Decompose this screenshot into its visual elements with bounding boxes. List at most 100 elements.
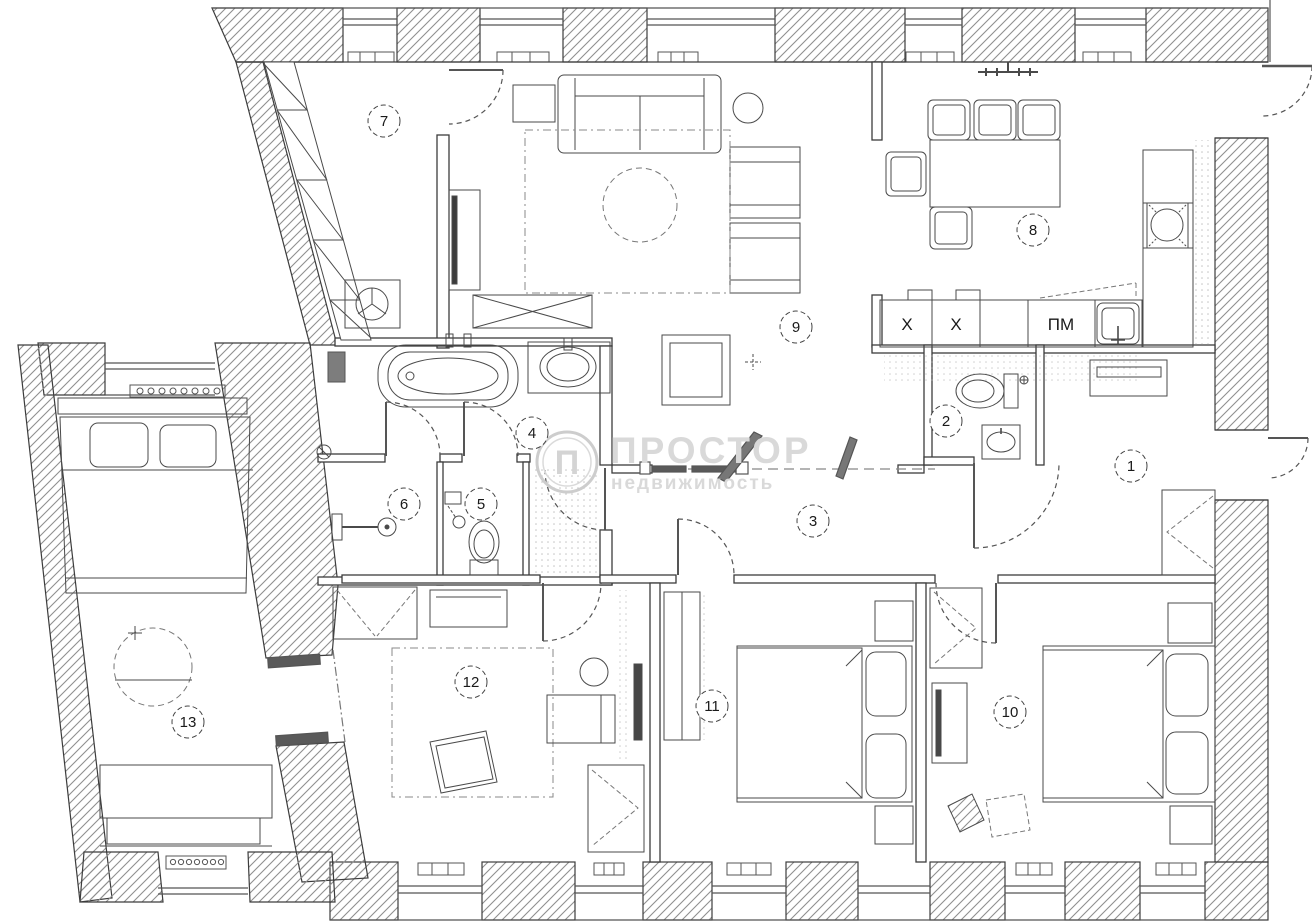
round-side-table <box>732 92 764 124</box>
faucet <box>1111 326 1125 345</box>
nightstand <box>1169 805 1213 845</box>
faucet <box>563 337 573 351</box>
svg-text:7: 7 <box>380 113 388 130</box>
room-label-13: 13 <box>171 705 205 739</box>
play-mat <box>429 730 498 794</box>
bed-frame <box>1042 645 1216 803</box>
chair <box>927 99 971 141</box>
nightstand <box>874 600 914 642</box>
shoe-cabinet <box>1161 489 1216 576</box>
svg-text:10: 10 <box>1002 704 1019 721</box>
nightstand <box>874 805 914 845</box>
svg-text:12: 12 <box>463 674 480 691</box>
watermark-logo-letter: П <box>555 444 579 482</box>
watermark-logo-ring <box>535 430 599 494</box>
room-label-2: 2 <box>929 404 963 438</box>
wardrobe <box>929 587 983 669</box>
toilet <box>468 520 500 564</box>
dresser <box>429 589 508 628</box>
rug <box>524 129 731 294</box>
shower-head <box>377 517 397 537</box>
wc-sink <box>986 431 1016 453</box>
pendant-rail <box>978 62 1038 76</box>
armchair <box>729 146 801 219</box>
desk <box>546 694 616 744</box>
desk-chair <box>579 657 609 687</box>
sofa-seat <box>99 764 273 819</box>
toilet-tank <box>469 559 499 576</box>
chair <box>929 206 973 250</box>
svg-text:1: 1 <box>1127 458 1135 475</box>
tv <box>935 689 942 757</box>
kitchen-labels: X X ПМ <box>901 315 1074 334</box>
svg-text:11: 11 <box>704 698 720 715</box>
vent-shaft <box>327 351 346 383</box>
mattress <box>1042 649 1164 799</box>
room-8-furniture <box>879 62 1194 348</box>
round-rug <box>602 167 678 243</box>
dining-table <box>929 139 1061 208</box>
headboard-shelf <box>57 397 248 415</box>
doors <box>267 64 1312 747</box>
pillow <box>865 733 907 799</box>
bathroom-furniture <box>316 333 611 576</box>
coat-stand-base <box>344 279 401 329</box>
small-sink <box>444 491 462 505</box>
cabinet-label-right: X <box>950 315 961 334</box>
hood-mark <box>1039 282 1137 299</box>
round-table <box>113 627 193 707</box>
room-label-5: 5 <box>464 487 498 521</box>
windows <box>105 0 1271 921</box>
bed-frame <box>736 645 913 803</box>
svg-text:4: 4 <box>528 425 536 442</box>
pouf <box>985 793 1031 838</box>
watermark: П ПРОСТОР недвижимость <box>535 430 809 494</box>
wardrobe <box>587 764 645 853</box>
shower-panel <box>331 513 343 541</box>
radiators <box>129 51 1197 876</box>
rug <box>391 647 554 798</box>
room-label-6: 6 <box>387 487 421 521</box>
lamp-mark <box>745 354 761 370</box>
room-label-1: 1 <box>1114 449 1148 483</box>
room-9-furniture <box>448 74 801 406</box>
svg-text:13: 13 <box>180 714 197 731</box>
room-label-11: 11 <box>695 689 729 723</box>
cooktop <box>1146 202 1189 249</box>
room-12-furniture <box>332 586 645 853</box>
armchair <box>947 793 985 833</box>
dishwasher-label: ПМ <box>1048 315 1074 334</box>
room-7-furniture <box>263 61 401 341</box>
crossed-cabinet <box>472 294 593 329</box>
bathtub <box>377 344 519 408</box>
room-11-furniture <box>663 591 914 845</box>
sofa-back <box>106 817 261 845</box>
room-label-12: 12 <box>454 665 488 699</box>
counter-row <box>879 299 1143 348</box>
mattress <box>736 647 863 799</box>
svg-text:2: 2 <box>942 413 950 430</box>
room-1-furniture <box>1089 359 1216 576</box>
room-label-3: 3 <box>796 504 830 538</box>
closet <box>263 61 372 341</box>
room-label-9: 9 <box>779 310 813 344</box>
vanity-counter <box>527 341 611 394</box>
pillow <box>865 651 907 717</box>
cabinet-label-left: X <box>901 315 912 334</box>
wardrobe <box>332 586 418 640</box>
pillow <box>159 424 217 468</box>
room-13-furniture <box>57 397 273 847</box>
room-10-furniture <box>929 587 1216 845</box>
room-label-8: 8 <box>1016 213 1050 247</box>
room-label-7: 7 <box>367 104 401 138</box>
bath-sink <box>539 346 597 388</box>
drain <box>405 371 415 381</box>
side-table <box>512 84 556 123</box>
svg-text:6: 6 <box>400 496 408 513</box>
svg-text:8: 8 <box>1029 222 1037 239</box>
interior-walls <box>236 61 1268 863</box>
room-label-10: 10 <box>993 695 1027 729</box>
chair <box>1017 99 1061 141</box>
